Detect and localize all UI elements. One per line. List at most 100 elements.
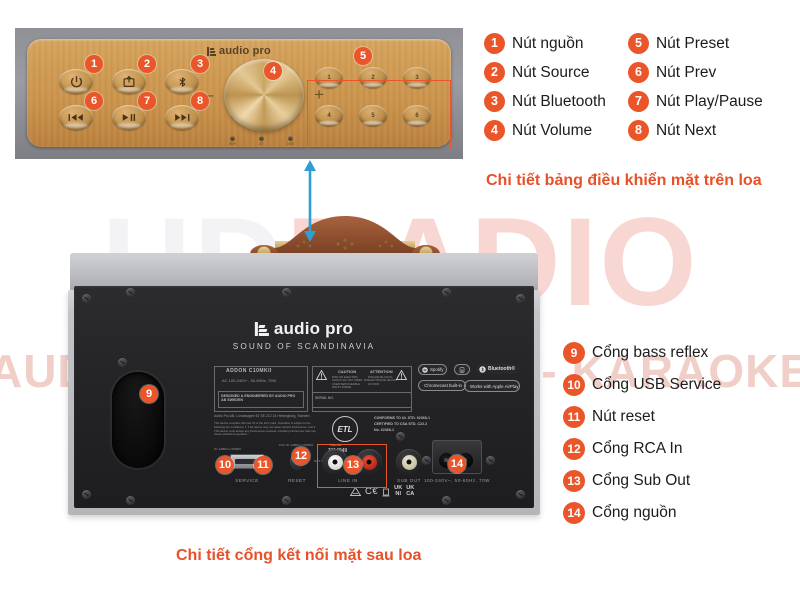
- etl-mark-icon: ETL: [332, 416, 358, 442]
- legend-label: Cổng nguồn: [592, 504, 677, 521]
- legend-number: 2: [484, 62, 505, 83]
- connector-arrow-icon: [304, 160, 316, 242]
- speaker-top-panel: audio pro –: [27, 39, 451, 147]
- fcc-id: FCC ID: 2ABKC-C10MKII: [279, 443, 314, 447]
- marker-8: 8: [191, 92, 209, 110]
- marker-10: 10: [216, 456, 234, 474]
- previous-track-icon: [68, 114, 83, 121]
- model-label-box: [214, 366, 308, 412]
- bluetooth-button[interactable]: [165, 69, 199, 94]
- preset-button-4[interactable]: 4: [315, 105, 343, 126]
- ic-id: IC: 2ABKC-C10MKII: [214, 447, 242, 451]
- legend-label: Cổng bass reflex: [592, 344, 709, 361]
- marker-14: 14: [448, 455, 466, 473]
- marker-9: 9: [140, 385, 158, 403]
- preset-button-3[interactable]: 3: [403, 67, 431, 88]
- connect-logo: [454, 364, 470, 375]
- legend-number: 10: [563, 374, 585, 396]
- marker-12: 12: [292, 447, 310, 465]
- reset-label: RESET: [288, 478, 306, 483]
- button-gloss: [407, 121, 427, 125]
- button-gloss: [407, 83, 427, 87]
- preset-button-5[interactable]: 5: [359, 105, 387, 126]
- legend-label: Cổng Sub Out: [592, 472, 691, 489]
- legend-number: 5: [627, 33, 649, 54]
- weee-bin-icon: [382, 488, 390, 497]
- screw: [486, 456, 495, 465]
- ce-mark: C€: [365, 486, 379, 498]
- legend-number: 11: [563, 406, 585, 428]
- legend-item-9: 9 Cổng bass reflex: [563, 342, 721, 364]
- speaker-back-photo: audio pro SOUND OF SCANDINAVIA ADDON C10…: [52, 198, 572, 528]
- power-rating-label: 100-240V~, 50-60Hz, 70W: [423, 478, 491, 483]
- source-button[interactable]: [112, 69, 146, 94]
- rcm-mark-icon: [350, 487, 361, 497]
- legend-label: Nút Bluetooth: [512, 92, 606, 110]
- power-button[interactable]: [59, 69, 93, 94]
- next-track-button[interactable]: [165, 105, 199, 130]
- warning-triangle-icon: [316, 370, 327, 380]
- button-gloss: [64, 87, 88, 92]
- marker-13: 13: [344, 456, 362, 474]
- rca-group-highlight: [317, 444, 387, 488]
- button-gloss: [117, 123, 141, 128]
- legend-number: 7: [627, 91, 649, 112]
- caution-label: CAUTION: [338, 369, 357, 374]
- screw: [282, 496, 291, 505]
- etl-brand: Intertek: [330, 443, 342, 447]
- bluetooth-icon: [179, 76, 185, 87]
- marker-4: 4: [264, 62, 282, 80]
- legend-number: 4: [484, 120, 505, 141]
- top-control-panel-photo: audio pro –: [15, 28, 463, 159]
- screw: [442, 496, 451, 505]
- legend-label: Nút Play/Pause: [655, 92, 763, 110]
- screw: [516, 490, 525, 499]
- previous-track-button[interactable]: [59, 105, 93, 130]
- preset-button-label: 1: [327, 74, 331, 81]
- chromecast-logo: Chromecast built-in: [418, 380, 466, 391]
- preset-button-2[interactable]: 2: [359, 67, 387, 88]
- marker-1: 1: [85, 55, 103, 73]
- button-gloss: [319, 83, 339, 87]
- button-gloss: [170, 87, 194, 92]
- bass-reflex-port: [112, 372, 164, 468]
- company-address: Audio Pro AB, Lundavagen 52 SE-212 24 He…: [214, 414, 310, 418]
- legend-number: 9: [563, 342, 585, 364]
- led-wifi: [230, 136, 235, 141]
- serial-label: SERIAL NO.: [315, 396, 334, 400]
- legend-number: 13: [563, 470, 585, 492]
- screw: [422, 456, 431, 465]
- button-gloss: [363, 83, 383, 87]
- play-pause-button[interactable]: [112, 105, 146, 130]
- marker-11: 11: [254, 456, 272, 474]
- sub-out-jack[interactable]: [396, 449, 422, 475]
- caution-text: RISK OF ELECTRIC SHOCK DO NOT OPEN. NO U…: [332, 375, 369, 390]
- preset-button-label: 3: [415, 74, 419, 81]
- volume-plus-label: +: [314, 85, 324, 104]
- airplay-logo: Works with Apple AirPlay: [464, 380, 520, 392]
- preset-group-highlight: [307, 80, 451, 150]
- button-gloss: [319, 121, 339, 125]
- legend-label: Nút Preset: [655, 34, 730, 52]
- sub-out-label: SUB OUT: [397, 478, 421, 483]
- preset-button-6[interactable]: 6: [403, 105, 431, 126]
- etl-mark-text: ETL: [337, 424, 353, 434]
- legend-number: 1: [484, 33, 505, 54]
- preset-button-label: 2: [371, 74, 375, 81]
- preset-button-label: 6: [415, 112, 419, 119]
- legend-item-13: 13 Cổng Sub Out: [563, 470, 721, 492]
- rca-jack-center: [361, 454, 377, 470]
- caution-label-box: [312, 366, 412, 412]
- spotify-logo: Spotify: [418, 364, 448, 375]
- serial-box: [312, 392, 412, 408]
- rca-in-left-jack[interactable]: [322, 449, 348, 475]
- button-gloss: [363, 121, 383, 125]
- preset-button-1[interactable]: 1: [315, 67, 343, 88]
